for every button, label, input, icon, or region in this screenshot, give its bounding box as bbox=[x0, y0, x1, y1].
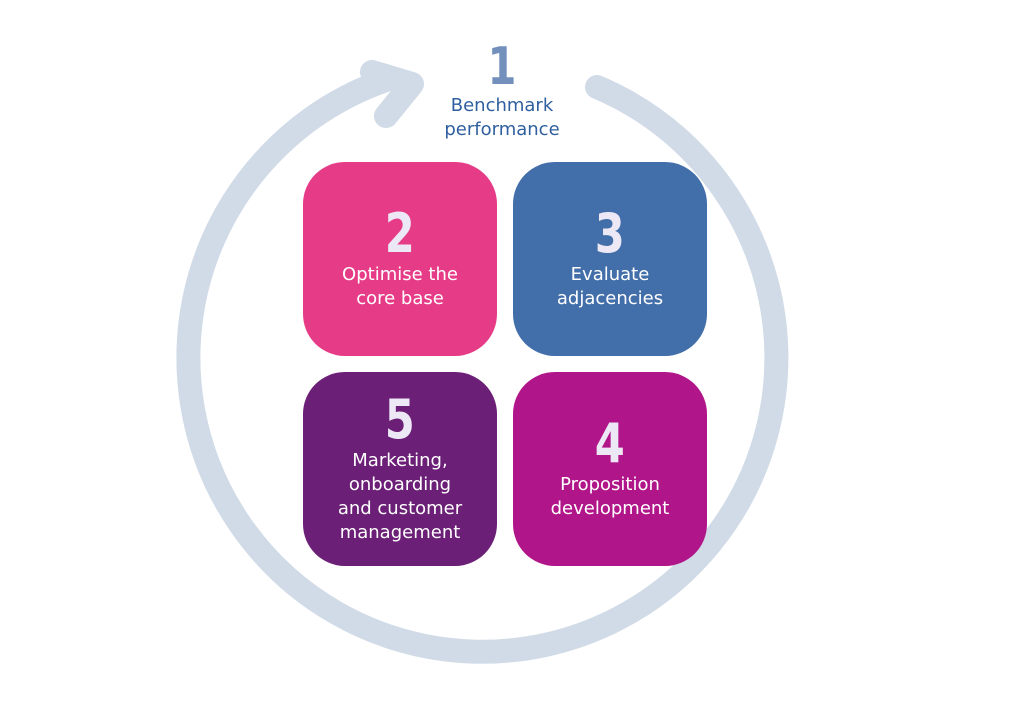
step-3-tile: 3 Evaluate adjacencies bbox=[513, 162, 707, 356]
step-2-label: Optimise the core base bbox=[342, 264, 458, 309]
step-5-tile: 5 Marketing, onboarding and customer man… bbox=[303, 372, 497, 566]
step-2-number: 2 bbox=[384, 202, 416, 265]
step-4-number: 4 bbox=[594, 412, 626, 475]
step-3-number: 3 bbox=[594, 202, 626, 265]
step-3-label: Evaluate adjacencies bbox=[556, 264, 664, 309]
cycle-ring bbox=[176, 68, 789, 664]
step-1-number: 1 bbox=[487, 37, 517, 97]
step-1-benchmark: 1 Benchmark performance bbox=[400, 40, 604, 142]
step-2-tile: 2 Optimise the core base bbox=[303, 162, 497, 356]
step-5-label: Marketing, onboarding and customer manag… bbox=[337, 450, 463, 543]
step-4-tile: 4 Proposition development bbox=[513, 372, 707, 566]
cycle-arrowhead-icon bbox=[360, 60, 424, 128]
step-5-number: 5 bbox=[384, 388, 416, 451]
step-1-label: Benchmark performance bbox=[444, 95, 560, 140]
step-4-label: Proposition development bbox=[550, 474, 670, 519]
